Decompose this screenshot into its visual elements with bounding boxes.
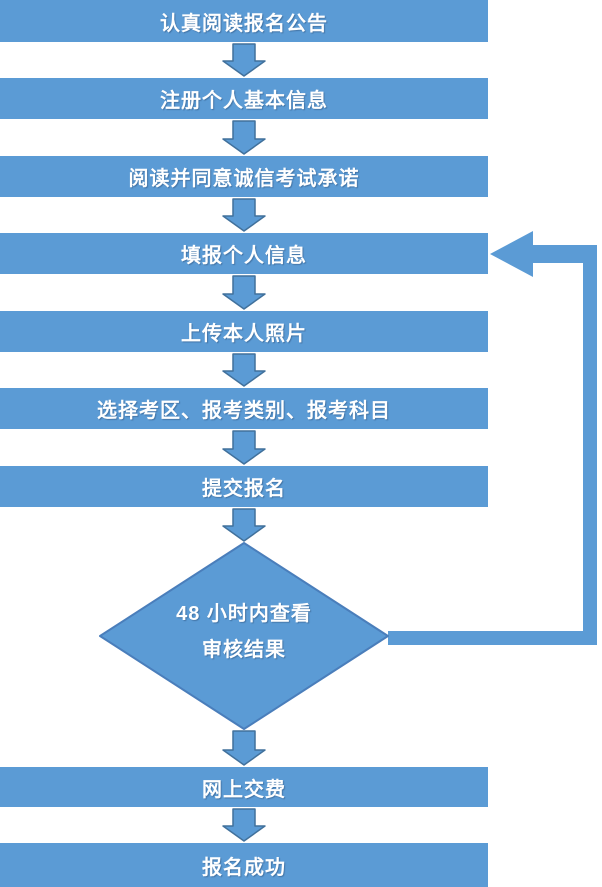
- node-step-3: 阅读并同意诚信考试承诺: [0, 156, 488, 197]
- down-arrow-icon: [222, 43, 266, 77]
- node-step-6: 选择考区、报考类别、报考科目: [0, 388, 488, 429]
- down-arrow-icons: [222, 43, 266, 842]
- down-arrow-icon: [222, 730, 266, 766]
- down-arrow-icon: [222, 508, 266, 542]
- loop-connector: [388, 231, 597, 645]
- down-arrow-icon: [222, 120, 266, 155]
- down-arrow-icon: [222, 808, 266, 842]
- down-arrow-icon: [222, 275, 266, 310]
- node-step-5: 上传本人照片: [0, 311, 488, 352]
- decision-label-line1: 48 小时内查看: [176, 603, 312, 625]
- down-arrow-icon: [222, 430, 266, 465]
- node-step-9: 网上交费: [0, 767, 488, 807]
- node-step-10: 报名成功: [0, 843, 488, 887]
- down-arrow-icon: [222, 353, 266, 387]
- decision-diamond: [99, 542, 389, 730]
- decision-label-line2: 审核结果: [202, 639, 286, 661]
- node-step-8-decision-label: 48 小时内查看 审核结果: [100, 596, 388, 676]
- node-step-1: 认真阅读报名公告: [0, 0, 488, 42]
- node-step-2: 注册个人基本信息: [0, 78, 488, 119]
- node-step-7: 提交报名: [0, 466, 488, 507]
- node-step-4: 填报个人信息: [0, 233, 488, 274]
- loop-arrowhead-icon: [490, 231, 533, 277]
- down-arrow-icon: [222, 198, 266, 232]
